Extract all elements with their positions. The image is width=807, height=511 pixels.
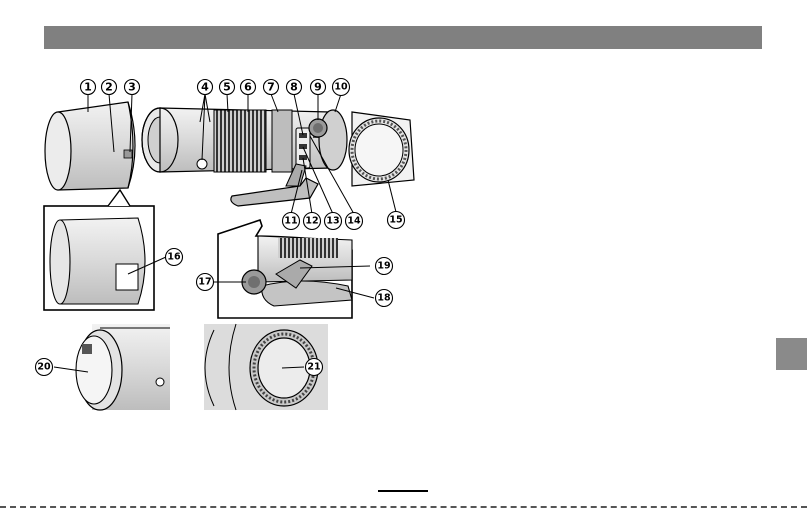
callout-3: 3 (125, 80, 140, 95)
lens-hood-illustration (45, 102, 135, 190)
svg-text:16: 16 (167, 252, 181, 263)
svg-text:13: 13 (326, 216, 339, 227)
svg-text:2: 2 (105, 81, 113, 94)
callout-11: 11 (283, 213, 300, 230)
callout-6: 6 (241, 80, 256, 95)
svg-text:18: 18 (377, 293, 391, 304)
callout-1: 1 (81, 80, 96, 95)
svg-text:4: 4 (201, 81, 209, 94)
callout-9: 9 (311, 80, 326, 95)
svg-text:8: 8 (290, 81, 298, 94)
svg-text:17: 17 (198, 277, 211, 288)
svg-text:9: 9 (314, 81, 322, 94)
page-bottom-edge (0, 506, 807, 508)
svg-text:15: 15 (389, 215, 402, 226)
svg-text:10: 10 (334, 82, 348, 93)
callout-17: 17 (197, 274, 214, 291)
callout-10: 10 (333, 79, 350, 96)
callout-5: 5 (220, 80, 235, 95)
tripod-detail-inset (218, 220, 352, 318)
callout-2: 2 (102, 80, 117, 95)
callout-8: 8 (287, 80, 302, 95)
hood-detail-inset (44, 190, 154, 310)
svg-text:6: 6 (244, 81, 252, 94)
front-cap-inset (76, 324, 170, 410)
svg-text:3: 3 (128, 81, 136, 94)
callout-4: 4 (198, 80, 213, 95)
svg-text:1: 1 (84, 81, 92, 94)
svg-text:19: 19 (377, 261, 390, 272)
svg-text:11: 11 (284, 216, 297, 227)
callout-15: 15 (388, 212, 405, 229)
svg-text:14: 14 (347, 216, 361, 227)
callout-18: 18 (376, 290, 393, 307)
callout-21: 21 (306, 359, 323, 376)
callout-16: 16 (166, 249, 183, 266)
callout-19: 19 (376, 258, 393, 275)
svg-text:12: 12 (305, 216, 318, 227)
svg-text:21: 21 (307, 362, 320, 373)
svg-text:5: 5 (223, 81, 231, 94)
lens-body-illustration (142, 108, 347, 206)
svg-text:7: 7 (267, 81, 275, 94)
page-number-rule (378, 490, 428, 492)
callout-20: 20 (36, 359, 53, 376)
svg-text:20: 20 (37, 362, 51, 373)
callout-13: 13 (325, 213, 342, 230)
side-section-tab (776, 338, 807, 370)
callout-7: 7 (264, 80, 279, 95)
callout-14: 14 (346, 213, 363, 230)
callout-12: 12 (304, 213, 321, 230)
rear-cap-illustration (349, 112, 414, 186)
